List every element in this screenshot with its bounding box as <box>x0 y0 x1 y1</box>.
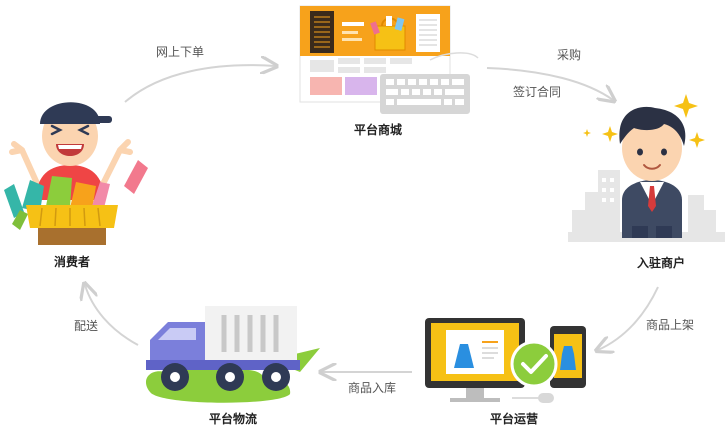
arrow-delivery <box>85 285 139 346</box>
arrow-list-products <box>598 286 659 350</box>
edge-label-order-online: 网上下单 <box>155 45 205 59</box>
edge-label-stock-in: 商品入库 <box>347 381 397 395</box>
businessman-icon <box>568 94 725 242</box>
arrow-consumer-to-mall <box>124 65 275 103</box>
edge-label-list-products: 商品上架 <box>645 318 695 332</box>
arrow-purchase <box>486 67 613 100</box>
edge-label-delivery: 配送 <box>73 319 99 333</box>
node-label-operations: 平台运营 <box>489 412 539 426</box>
edge-label-purchase: 采购 <box>556 48 582 62</box>
node-label-merchant: 入驻商户 <box>636 256 686 270</box>
check-icon <box>510 340 558 388</box>
keyboard-icon <box>380 52 479 114</box>
node-label-consumer: 消费者 <box>53 255 91 269</box>
flow-arrows <box>85 65 659 372</box>
delivery-truck-icon <box>145 306 320 403</box>
monitor-tablet-icon <box>425 318 586 403</box>
happy-shopper-icon <box>4 102 148 245</box>
node-label-logistics: 平台物流 <box>208 412 258 426</box>
node-label-platform-mall: 平台商城 <box>353 123 403 137</box>
edge-label-sign-contract: 签订合同 <box>512 85 562 99</box>
web-store-icon <box>299 5 451 103</box>
